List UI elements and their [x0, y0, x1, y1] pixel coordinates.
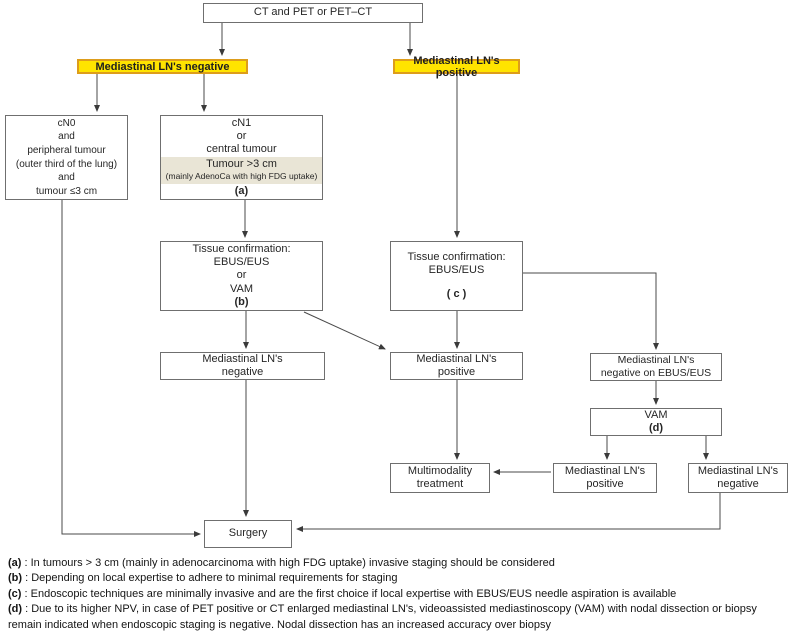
node-mediastinal-ln-negative-branch: Mediastinal LN's negative [77, 59, 248, 74]
node-line: positive [437, 366, 476, 378]
node-mid-mediastinal-positive: Mediastinal LN's positive [390, 352, 523, 380]
footnotes: (a) : In tumours > 3 cm (mainly in adeno… [8, 556, 788, 633]
footnote-text: : Depending on local expertise to adhere… [22, 572, 398, 585]
node-line: Mediastinal LN's [416, 352, 497, 365]
arrow-bottom-negative-to-surgery [296, 493, 721, 532]
footnote-label: (a) [8, 557, 22, 569]
node-line: or [236, 130, 247, 142]
node-line: negative on EBUS/EUS [600, 367, 712, 379]
node-line: (outer third of the lung) [15, 158, 118, 170]
node-line: Mediastinal LN's [697, 464, 779, 477]
node-line: Multimodality [407, 464, 473, 477]
node-line: or [236, 269, 247, 282]
node-line: Mediastinal LN's [564, 464, 646, 477]
node-tissue-confirmation-c: Tissue confirmation: EBUS/EUS ( c ) [390, 241, 523, 311]
node-line-small: (mainly AdenoCa with high FDG uptake) [165, 171, 318, 181]
node-cn0: cN0 and peripheral tumour (outer third o… [5, 115, 128, 200]
footnote-label: (b) [8, 572, 23, 585]
footnote-ref-b: (b) [234, 295, 249, 308]
node-line: VAM [644, 408, 668, 421]
node-line: Mediastinal LN's [617, 353, 695, 366]
node-line: EBUS/EUS [428, 264, 485, 277]
node-mediastinal-ln-positive-branch: Mediastinal LN's positive [393, 55, 520, 79]
footnote-c: (c) : Endoscopic techniques are minimall… [8, 587, 788, 602]
node-line: Tumour >3 cm [206, 158, 277, 170]
node-line: Tissue confirmation: [192, 242, 291, 255]
node-line: tumour ≤3 cm [35, 185, 98, 197]
node-line: negative [221, 366, 264, 378]
node-surgery: Surgery [204, 520, 292, 548]
node-label: Mediastinal LN's positive [413, 54, 500, 79]
arrow-tissue-c-to-neg-ebus [523, 272, 659, 350]
node-line: VAM [229, 282, 254, 295]
node-vam: VAM (d) [590, 408, 722, 436]
footnote-ref-d: (d) [648, 422, 664, 434]
footnote-ref-a: (a) [234, 185, 249, 197]
footnote-d: (d) : Due to its higher NPV, in case of … [8, 602, 788, 633]
node-line: positive [586, 478, 624, 490]
node-line: Tissue confirmation: [407, 251, 506, 264]
node-line: cN0 [57, 117, 76, 129]
footnote-a: (a) : In tumours > 3 cm (mainly in adeno… [8, 556, 788, 571]
node-label: Mediastinal LN's negative [95, 60, 230, 73]
node-ct-pet: CT and PET or PET–CT [203, 3, 423, 23]
node-line: and [58, 131, 75, 143]
node-line: cN1 [231, 117, 252, 129]
node-label: CT and PET or PET–CT [253, 6, 373, 19]
footnote-label: (c) [8, 587, 22, 600]
footnote-text: : Due to its higher NPV, in case of PET … [8, 603, 757, 631]
node-line: treatment [416, 478, 464, 490]
node-line: peripheral tumour [27, 144, 106, 156]
footnote-ref-c: ( c ) [446, 287, 467, 300]
node-mid-mediastinal-negative: Mediastinal LN's negative [160, 352, 325, 380]
node-bottom-mediastinal-positive: Mediastinal LN's positive [553, 463, 657, 493]
node-line: Mediastinal LN's [202, 352, 283, 365]
node-line: negative [717, 478, 759, 490]
node-cn1: cN1 or central tumour Tumour >3 cm (main… [160, 115, 323, 200]
footnote-b: (b) : Depending on local expertise to ad… [8, 571, 788, 586]
node-multimodality-treatment: Multimodality treatment [390, 463, 490, 493]
node-line: central tumour [206, 143, 277, 155]
footnote-text: : Endoscopic techniques are minimally in… [21, 587, 677, 600]
node-bottom-mediastinal-negative: Mediastinal LN's negative [688, 463, 788, 493]
node-label: Surgery [228, 527, 268, 540]
footnote-label: (d) [8, 603, 23, 616]
node-negative-on-ebus-eus: Mediastinal LN's negative on EBUS/EUS [590, 353, 722, 381]
arrow-tissue-b-to-mid-positive [303, 311, 386, 350]
node-tissue-confirmation-b: Tissue confirmation: EBUS/EUS or VAM (b) [160, 241, 323, 311]
footnote-text: : In tumours > 3 cm (mainly in adenocarc… [21, 557, 555, 569]
node-line: and [58, 172, 75, 184]
beige-highlight-band: Tumour >3 cm (mainly AdenoCa with high F… [161, 157, 322, 184]
node-line: EBUS/EUS [213, 256, 270, 269]
